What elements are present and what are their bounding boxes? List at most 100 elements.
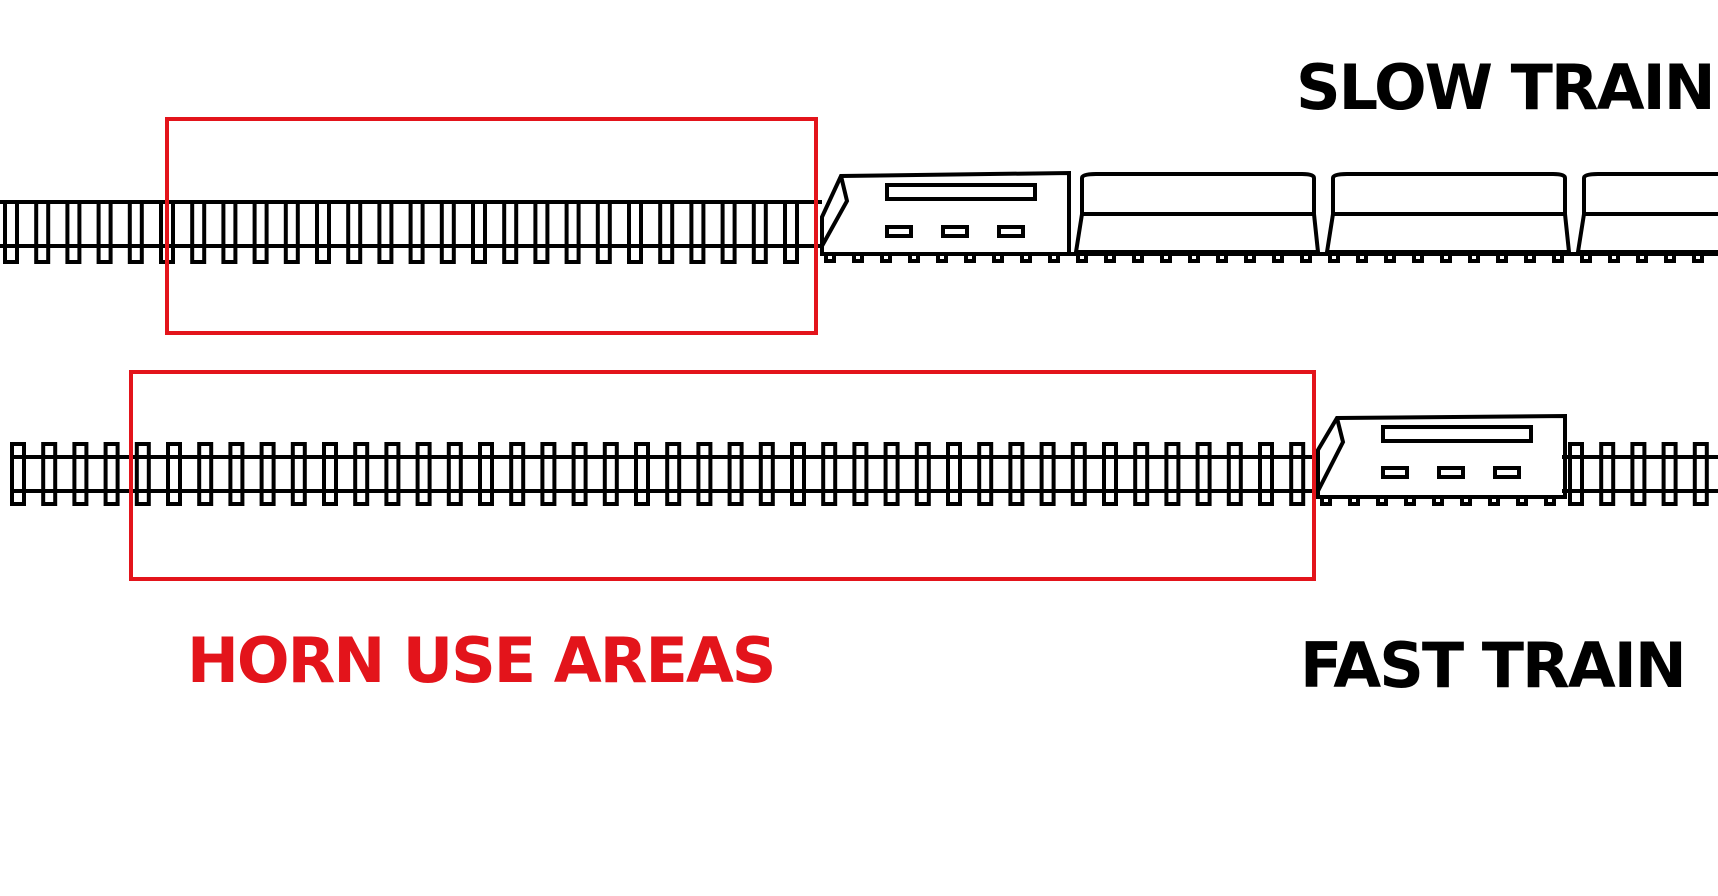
track-sleeper — [1008, 442, 1025, 506]
track-sleeper-end — [1020, 254, 1032, 263]
track-sleeper-end — [1244, 254, 1256, 263]
track-sleeper — [751, 200, 768, 264]
track-sleeper — [564, 200, 581, 264]
track-sleeper — [384, 442, 401, 506]
track-sleeper — [727, 442, 744, 506]
track-sleeper-end — [1580, 254, 1592, 263]
track-sleeper — [1599, 442, 1616, 506]
track-sleeper-end — [1404, 497, 1416, 506]
track-sleeper — [1039, 442, 1056, 506]
track-sleeper — [34, 200, 51, 264]
track-sleeper-end — [1348, 497, 1360, 506]
track-sleeper-end — [1384, 254, 1396, 263]
track-sleeper — [103, 442, 120, 506]
track-sleeper — [758, 442, 775, 506]
track-sleeper-end — [1412, 254, 1424, 263]
track-sleeper — [471, 200, 487, 264]
fast-train-track — [10, 442, 1718, 506]
track-sleeper — [166, 442, 182, 506]
track-sleeper — [696, 442, 713, 506]
track-sleeper-end — [1376, 497, 1388, 506]
track-sleeper — [1195, 442, 1212, 506]
track-sleeper — [1692, 442, 1709, 506]
track-sleeper-end — [1320, 497, 1332, 506]
track-sleeper — [602, 442, 619, 506]
track-sleeper-end — [1488, 497, 1500, 506]
track-sleeper — [346, 200, 363, 264]
track-sleeper — [1164, 442, 1181, 506]
track-sleeper — [689, 200, 706, 264]
track-sleeper-end — [1132, 254, 1144, 263]
track-sleeper-end — [1076, 254, 1088, 263]
track-sleeper — [322, 442, 338, 506]
track-sleeper-end — [1188, 254, 1200, 263]
track-sleeper — [1630, 442, 1647, 506]
fast-track-sleepers — [10, 442, 1306, 506]
track-sleeper-end — [1272, 254, 1284, 263]
slow-train-car-2 — [1324, 172, 1572, 254]
track-sleeper — [3, 200, 19, 264]
track-sleeper-end — [1544, 497, 1556, 506]
track-sleeper-end — [1460, 497, 1472, 506]
track-sleeper — [315, 200, 331, 264]
fast-track-bumps — [1320, 497, 1556, 506]
track-sleeper — [658, 200, 675, 264]
slow-track-sleepers — [3, 200, 799, 264]
track-sleeper-end — [1468, 254, 1480, 263]
track-sleeper-end — [1432, 497, 1444, 506]
track-sleeper-end — [1496, 254, 1508, 263]
track-sleeper — [72, 442, 89, 506]
track-sleeper-end — [908, 254, 920, 263]
track-sleeper-end — [1608, 254, 1620, 263]
track-sleeper-end — [1104, 254, 1116, 263]
track-sleeper-end — [1516, 497, 1528, 506]
track-sleeper-end — [1216, 254, 1228, 263]
track-sleeper — [665, 442, 682, 506]
track-sleeper-end — [880, 254, 892, 263]
track-sleeper — [439, 200, 456, 264]
track-sleeper — [190, 200, 207, 264]
track-sleeper-end — [1636, 254, 1648, 263]
track-sleeper — [408, 200, 425, 264]
slow-train-label: SLOW TRAIN — [1296, 51, 1714, 124]
track-sleeper — [533, 200, 550, 264]
track-sleeper — [1661, 442, 1678, 506]
track-sleeper-end — [1328, 254, 1340, 263]
slow-train-horn-area — [165, 117, 818, 335]
track-sleeper — [221, 200, 238, 264]
track-sleeper — [1258, 442, 1274, 506]
track-sleeper — [290, 442, 307, 506]
track-sleeper — [634, 442, 650, 506]
track-sleeper — [821, 442, 838, 506]
track-sleeper-end — [1552, 254, 1564, 263]
track-sleeper — [852, 442, 869, 506]
track-sleeper-end — [1160, 254, 1172, 263]
fast-track-sleepers-right — [1568, 442, 1709, 506]
track-sleeper — [1568, 442, 1584, 506]
track-sleeper — [228, 442, 245, 506]
slow-track-bumps — [824, 254, 1704, 263]
track-sleeper — [720, 200, 737, 264]
fast-train-locomotive — [1316, 413, 1567, 499]
track-sleeper-end — [1692, 254, 1704, 263]
track-sleeper — [10, 442, 26, 506]
track-sleeper — [377, 200, 394, 264]
track-sleeper-end — [824, 254, 836, 263]
track-sleeper — [96, 200, 113, 264]
track-sleeper — [627, 200, 643, 264]
track-sleeper — [1070, 442, 1087, 506]
track-sleeper-end — [1048, 254, 1060, 263]
track-sleeper — [502, 200, 519, 264]
track-sleeper — [252, 200, 269, 264]
track-sleeper-end — [1356, 254, 1368, 263]
track-sleeper — [1102, 442, 1118, 506]
track-sleeper — [197, 442, 214, 506]
track-sleeper — [1133, 442, 1150, 506]
track-sleeper — [595, 200, 612, 264]
slow-train-locomotive — [820, 170, 1071, 256]
track-sleeper — [946, 442, 962, 506]
track-sleeper-end — [964, 254, 976, 263]
track-sleeper — [571, 442, 588, 506]
track-sleeper-end — [852, 254, 864, 263]
